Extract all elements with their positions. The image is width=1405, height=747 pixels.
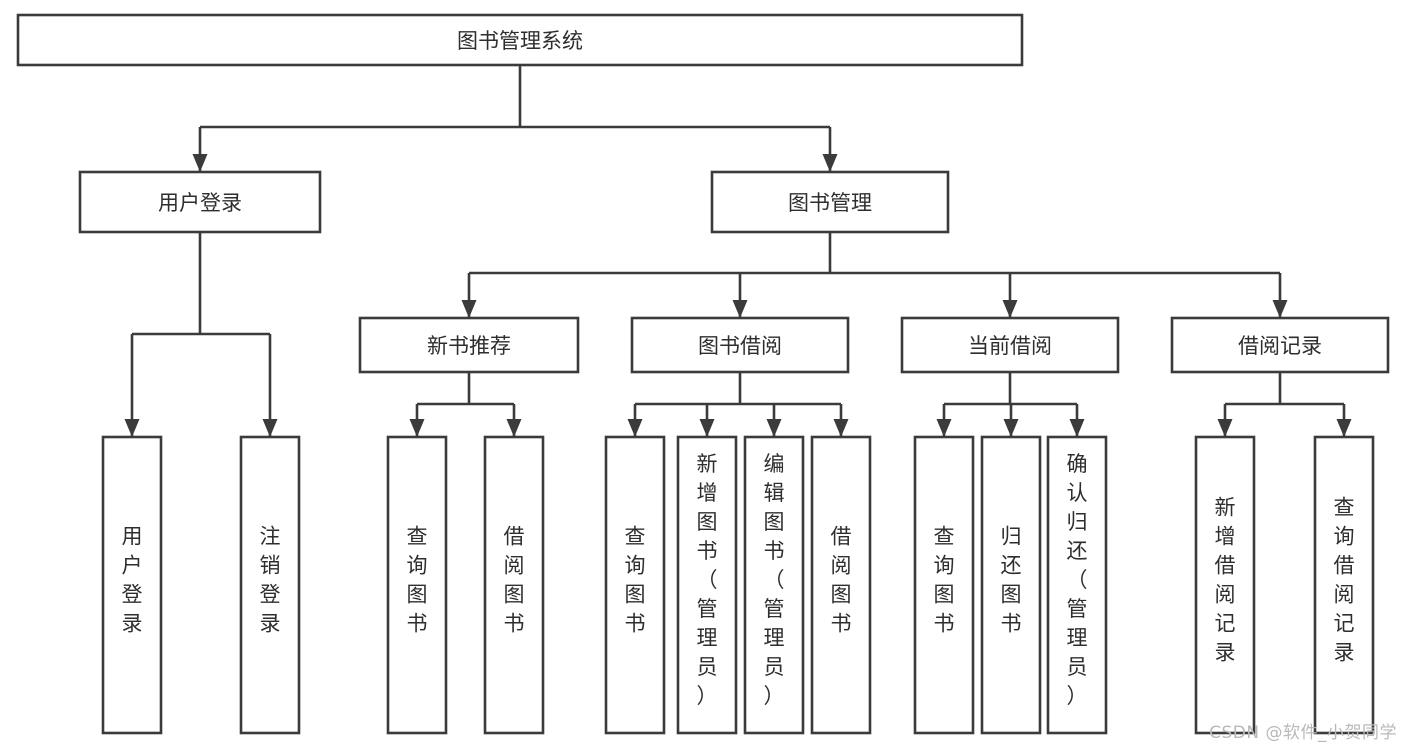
node-label: 借阅记录 — [1238, 334, 1322, 358]
node-box[interactable] — [630, 316, 850, 374]
arrow-head-root-0 — [192, 154, 208, 172]
node-box[interactable] — [101, 435, 163, 735]
node-label: 注销登录 — [260, 525, 281, 636]
node-label: 用户登录 — [122, 525, 143, 636]
arrow-head-l2-3-1 — [1336, 419, 1352, 437]
node-leaf-新增图书管理员[interactable]: 新增图书（管理员） — [676, 435, 738, 735]
node-leaf-确认归还管理员[interactable]: 确认归还（管理员） — [1046, 435, 1108, 735]
node-label: 查询图书 — [625, 525, 646, 636]
node-leaf-借阅图书[interactable]: 借阅图书 — [483, 435, 545, 735]
node-leaf-查询图书[interactable]: 查询图书 — [913, 435, 975, 735]
node-box[interactable] — [239, 435, 301, 735]
arrow-head-l2-0-0 — [409, 419, 425, 437]
node-leaf-归还图书[interactable]: 归还图书 — [980, 435, 1042, 735]
node-label: 编辑图书（管理员） — [764, 452, 785, 708]
node-box[interactable] — [676, 435, 738, 735]
diagram-nodes: 图书管理系统用户登录图书管理新书推荐图书借阅当前借阅借阅记录用户登录注销登录查询… — [16, 13, 1390, 735]
node-box[interactable] — [913, 435, 975, 735]
arrow-head-book-mgmt-1 — [732, 300, 748, 318]
node-level1-用户登录[interactable]: 用户登录 — [78, 170, 322, 234]
node-box[interactable] — [710, 170, 950, 234]
arrow-head-user-login-1 — [262, 419, 278, 437]
arrow-head-book-mgmt-2 — [1002, 300, 1018, 318]
node-level2-当前借阅[interactable]: 当前借阅 — [900, 316, 1120, 374]
node-leaf-查询图书[interactable]: 查询图书 — [386, 435, 448, 735]
node-label: 图书管理系统 — [457, 29, 583, 53]
arrow-head-l2-1-1 — [699, 419, 715, 437]
node-leaf-查询借阅记录[interactable]: 查询借阅记录 — [1313, 435, 1375, 735]
node-label: 归还图书 — [1001, 525, 1022, 636]
node-leaf-查询图书[interactable]: 查询图书 — [604, 435, 666, 735]
node-label: 新增借阅记录 — [1215, 496, 1236, 665]
node-leaf-借阅图书[interactable]: 借阅图书 — [810, 435, 872, 735]
node-level1-图书管理[interactable]: 图书管理 — [710, 170, 950, 234]
node-box[interactable] — [1170, 316, 1390, 374]
arrow-head-l2-2-0 — [936, 419, 952, 437]
arrow-head-l2-2-1 — [1003, 419, 1019, 437]
node-box[interactable] — [386, 435, 448, 735]
node-leaf-注销登录[interactable]: 注销登录 — [239, 435, 301, 735]
arrow-head-l2-0-1 — [506, 419, 522, 437]
node-label: 查询图书 — [407, 525, 428, 636]
node-label: 新增图书（管理员） — [697, 452, 718, 708]
node-leaf-编辑图书管理员[interactable]: 编辑图书（管理员） — [743, 435, 805, 735]
node-label: 确认归还（管理员） — [1067, 452, 1088, 708]
node-level2-图书借阅[interactable]: 图书借阅 — [630, 316, 850, 374]
node-label: 图书借阅 — [698, 334, 782, 358]
node-box[interactable] — [16, 13, 1024, 67]
node-root-图书管理系统[interactable]: 图书管理系统 — [16, 13, 1024, 67]
node-label: 查询借阅记录 — [1334, 496, 1355, 665]
arrow-head-book-mgmt-3 — [1272, 300, 1288, 318]
node-label: 借阅图书 — [504, 525, 525, 636]
arrow-head-l2-1-2 — [766, 419, 782, 437]
node-box[interactable] — [810, 435, 872, 735]
node-box[interactable] — [1313, 435, 1375, 735]
node-label: 借阅图书 — [831, 525, 852, 636]
arrow-head-l2-1-0 — [627, 419, 643, 437]
node-label: 用户登录 — [158, 191, 242, 215]
node-level2-借阅记录[interactable]: 借阅记录 — [1170, 316, 1390, 374]
node-box[interactable] — [78, 170, 322, 234]
node-box[interactable] — [358, 316, 580, 374]
arrow-head-book-mgmt-0 — [461, 300, 477, 318]
node-box[interactable] — [980, 435, 1042, 735]
arrow-head-user-login-0 — [124, 419, 140, 437]
node-box[interactable] — [483, 435, 545, 735]
node-box[interactable] — [1046, 435, 1108, 735]
node-box[interactable] — [604, 435, 666, 735]
node-box[interactable] — [1194, 435, 1256, 735]
node-label: 查询图书 — [934, 525, 955, 636]
arrow-head-l2-2-2 — [1069, 419, 1085, 437]
arrow-head-l2-1-3 — [833, 419, 849, 437]
node-leaf-新增借阅记录[interactable]: 新增借阅记录 — [1194, 435, 1256, 735]
node-label: 当前借阅 — [968, 334, 1052, 358]
node-label: 图书管理 — [788, 191, 872, 215]
node-level2-新书推荐[interactable]: 新书推荐 — [358, 316, 580, 374]
node-box[interactable] — [900, 316, 1120, 374]
connector-edges — [124, 65, 1352, 437]
node-label: 新书推荐 — [427, 334, 511, 358]
arrow-head-root-1 — [822, 154, 838, 172]
node-leaf-用户登录[interactable]: 用户登录 — [101, 435, 163, 735]
watermark-text: CSDN @软件_小贺同学 — [1209, 723, 1397, 743]
node-box[interactable] — [743, 435, 805, 735]
arrow-head-l2-3-0 — [1217, 419, 1233, 437]
